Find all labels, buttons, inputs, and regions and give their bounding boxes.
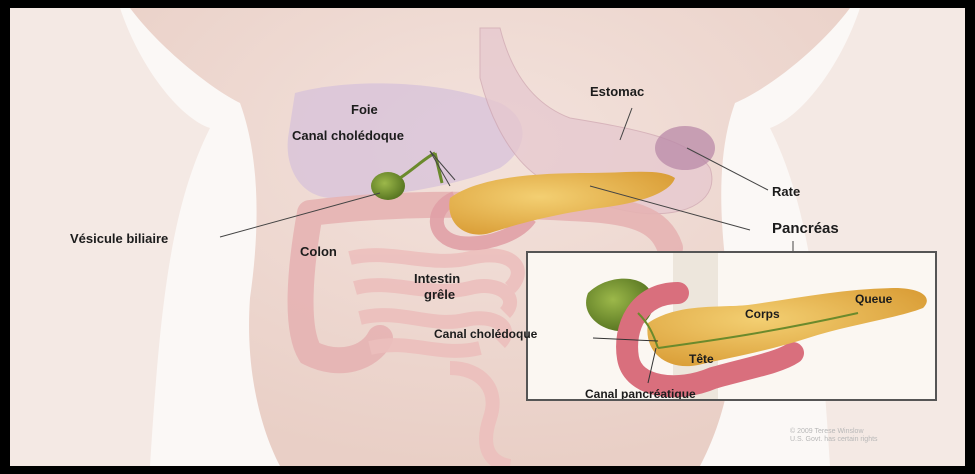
label-foie: Foie [351, 103, 378, 116]
gallbladder-shape [371, 172, 405, 200]
label-vesicule-biliaire: Vésicule biliaire [70, 232, 168, 245]
inset-illustration [528, 253, 937, 401]
inset-label-canal-choledoque: Canal cholédoque [434, 328, 537, 340]
inset-label-corps: Corps [745, 308, 780, 320]
credit-line-2: U.S. Govt. has certain rights [790, 436, 878, 444]
label-intestin: Intestin [414, 272, 460, 285]
label-grele: grêle [424, 288, 455, 301]
label-colon: Colon [300, 245, 337, 258]
spleen-shape [655, 126, 715, 170]
inset-label-queue: Queue [855, 293, 892, 305]
label-pancreas: Pancréas [772, 221, 839, 236]
inset-label-tete: Tête [689, 353, 714, 365]
image-credit: © 2009 Terese Winslow U.S. Govt. has cer… [790, 428, 878, 445]
inset-label-canal-pancreatique: Canal pancréatique [585, 388, 696, 400]
label-rate: Rate [772, 185, 800, 198]
label-estomac: Estomac [590, 85, 644, 98]
pancreas-detail-inset: Queue Corps Tête Canal pancréatique [526, 251, 937, 401]
diagram-frame: Foie Estomac Canal cholédoque Rate Vésic… [10, 8, 965, 466]
label-canal-choledoque: Canal cholédoque [292, 129, 404, 142]
credit-line-1: © 2009 Terese Winslow [790, 428, 878, 436]
